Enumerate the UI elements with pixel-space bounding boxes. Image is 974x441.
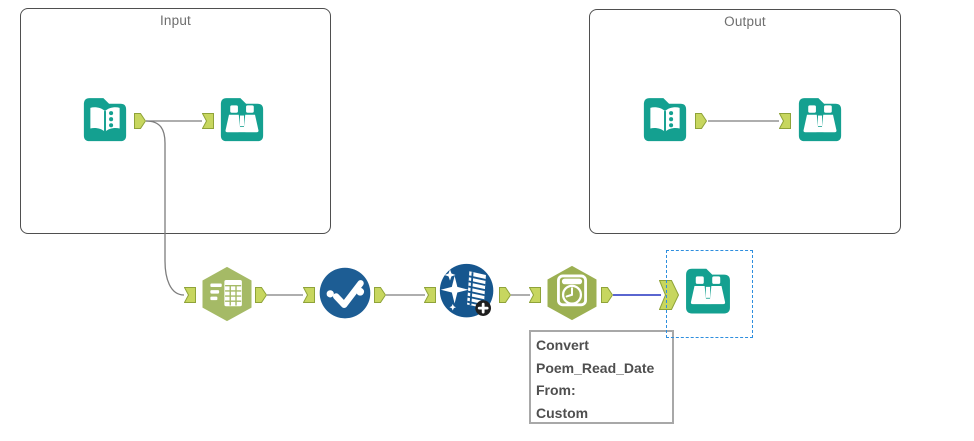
tool-text-input[interactable] [199, 265, 255, 323]
open-book-icon [643, 98, 687, 142]
input-data-1-output-anchor[interactable] [134, 113, 146, 129]
text-input-output-anchor[interactable] [255, 287, 267, 303]
text-input-input-anchor[interactable] [184, 287, 196, 303]
tool-browse-2[interactable] [794, 94, 846, 146]
auto-field-output-anchor[interactable] [374, 287, 386, 303]
browse-selected-input-anchor[interactable] [659, 280, 679, 310]
open-book-icon [83, 98, 127, 142]
sparkles-table-plus-icon [439, 263, 494, 318]
container-input-label: Input [159, 13, 192, 28]
annotation-line: Custom [536, 404, 589, 421]
tool-input-data-2[interactable] [639, 94, 691, 146]
tool-annotation[interactable]: Convert Poem_Read_Date From: Custom [529, 330, 674, 424]
tool-input-data-1[interactable] [79, 94, 131, 146]
annotation-line: Poem_Read_Date [536, 359, 655, 376]
browse-2-input-anchor[interactable] [779, 113, 791, 129]
container-output-label: Output [724, 14, 766, 29]
annotation-line: Convert [536, 337, 589, 353]
tool-data-cleansing[interactable] [438, 262, 497, 322]
circle-checkmark-icon [319, 267, 371, 319]
input-data-2-output-anchor[interactable] [695, 113, 707, 129]
browse-1-input-anchor[interactable] [202, 113, 214, 129]
binoculars-icon [686, 268, 730, 314]
text-lines-table-icon [202, 266, 252, 322]
data-cleansing-output-anchor[interactable] [499, 287, 511, 303]
connection-input-data-to-text-input[interactable] [145, 120, 185, 296]
tool-datetime[interactable] [544, 264, 600, 322]
selection-box [666, 250, 753, 338]
datetime-output-anchor[interactable] [601, 287, 613, 303]
tool-browse-1[interactable] [216, 94, 268, 146]
data-cleansing-input-anchor[interactable] [424, 287, 436, 303]
datetime-input-anchor[interactable] [529, 287, 541, 303]
auto-field-input-anchor[interactable] [303, 287, 315, 303]
tool-auto-field[interactable] [318, 266, 372, 320]
tool-browse-selected[interactable] [681, 264, 735, 319]
container-output[interactable]: Output [589, 9, 901, 234]
calendar-clock-icon [547, 265, 597, 321]
binoculars-icon [220, 98, 264, 142]
binoculars-icon [798, 98, 842, 142]
annotation-line: From: [536, 382, 576, 398]
